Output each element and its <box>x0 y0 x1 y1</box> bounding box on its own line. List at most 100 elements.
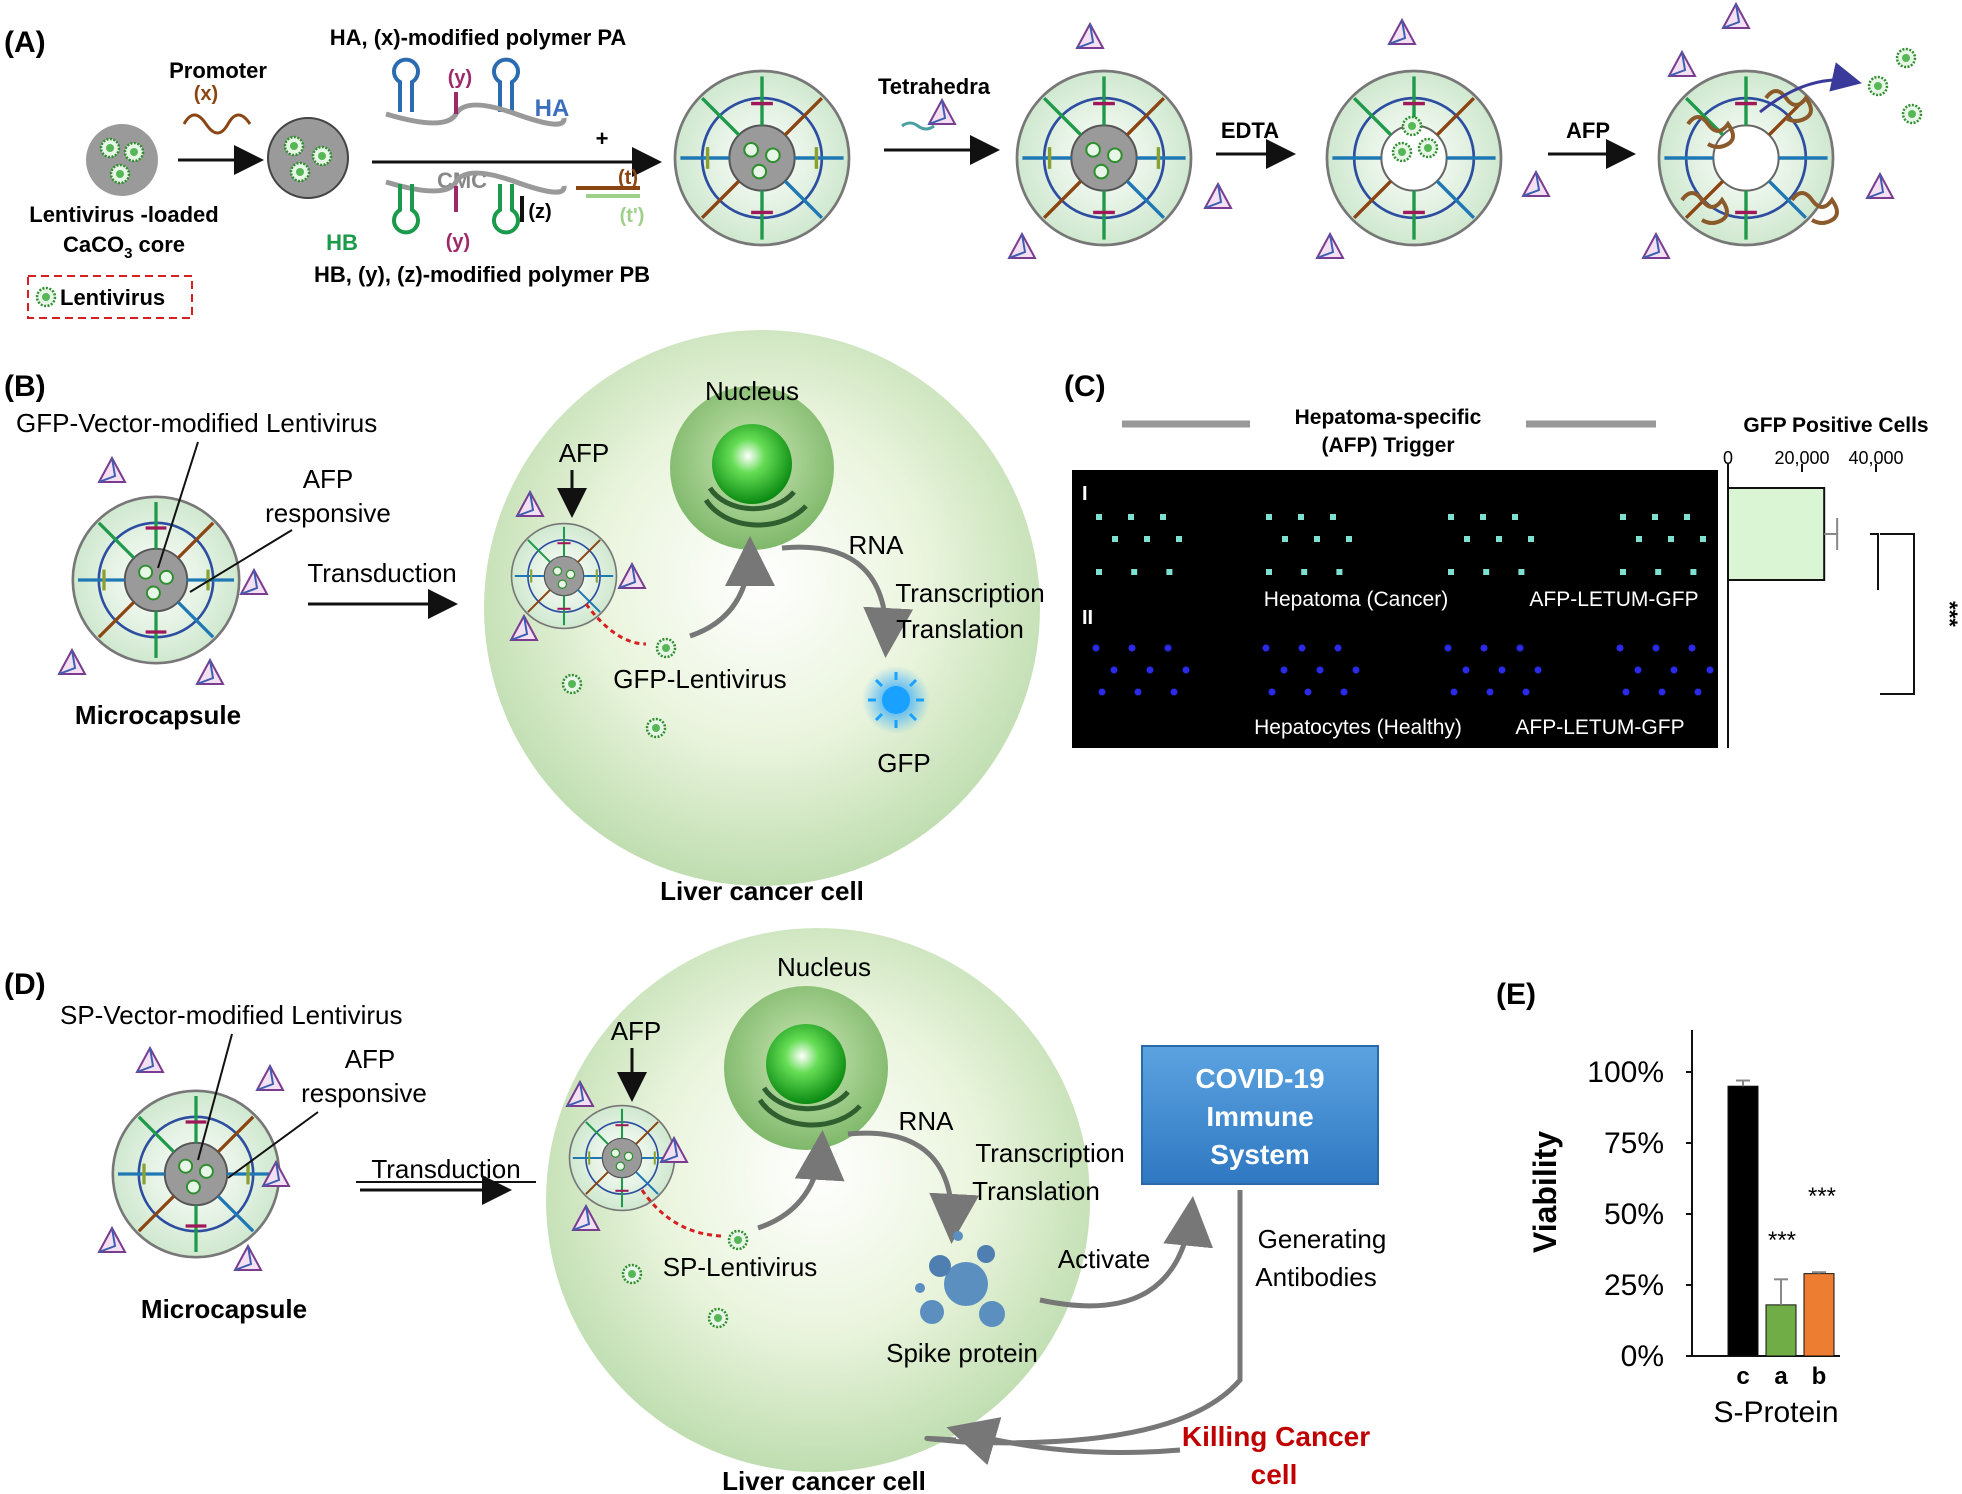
blue-cell <box>1164 644 1172 652</box>
sp-vector-label: SP-Vector-modified Lentivirus <box>60 1000 402 1030</box>
seed-particle <box>267 117 349 199</box>
green-cell <box>1336 569 1343 575</box>
green-cell <box>1314 536 1320 542</box>
antibody-attack-arrowhead <box>946 1417 1181 1466</box>
gfp-sig-inner-bracket <box>1870 533 1879 590</box>
rna-arrow-d <box>847 1130 980 1244</box>
microcapsule-b <box>71 495 241 665</box>
afp-label-a: AFP <box>1566 118 1610 143</box>
hb-hairpin-2 <box>492 184 520 235</box>
transduction-label-d: Transduction <box>371 1154 520 1184</box>
viability-bar-a <box>1765 1304 1797 1357</box>
blue-cell <box>1340 688 1348 696</box>
viability-tick-label: 0% <box>1621 1340 1664 1373</box>
antibody-attack-arrow <box>924 1190 1243 1446</box>
afp-bound-4 <box>1680 191 1729 225</box>
tet-b3 <box>58 649 86 675</box>
viability-sig-b: *** <box>1808 1183 1836 1210</box>
released-virus-a <box>1401 115 1423 137</box>
promoter-strand <box>182 113 252 135</box>
green-cell <box>1282 536 1288 542</box>
blue-cell <box>1450 688 1458 696</box>
legend-virus-icon <box>35 286 57 308</box>
legend-box <box>27 275 193 319</box>
tet-b1 <box>98 457 126 483</box>
blue-cell <box>1658 688 1666 696</box>
afp-bound-2 <box>1764 89 1813 123</box>
caco3-core <box>86 124 158 196</box>
green-cell <box>1448 569 1454 575</box>
gfp-vector-label: GFP-Vector-modified Lentivirus <box>16 408 377 438</box>
blue-cell <box>1170 688 1178 696</box>
microcapsule-2 <box>1015 69 1193 247</box>
microcapsule-label-b: Microcapsule <box>75 700 241 730</box>
seed-virus-1 <box>283 135 305 157</box>
green-cell <box>1448 514 1454 520</box>
core-label-line1: Lentivirus -loaded <box>29 202 218 227</box>
microcapsule-d <box>111 1089 281 1259</box>
ha-hairpin-1 <box>392 57 420 112</box>
green-cell <box>1512 514 1518 520</box>
gfp-rays <box>868 672 924 728</box>
sp-lentivirus-label: SP-Lentivirus <box>663 1252 818 1282</box>
green-cell <box>1464 536 1470 542</box>
panel-b-label: (B) <box>4 370 46 403</box>
core-label-line2: CaCO3 core <box>63 232 185 262</box>
immune-system-box <box>1141 1045 1379 1185</box>
nucleus-label-d: Nucleus <box>777 952 871 982</box>
gfp-bar-i <box>1727 487 1826 581</box>
gfp-protein-icon <box>882 686 910 714</box>
green-cell <box>1128 514 1134 520</box>
virus-b-3 <box>645 717 667 739</box>
vector-pointer <box>157 441 199 569</box>
tet-d2 <box>256 1065 284 1091</box>
afp-bound-1 <box>1686 115 1735 149</box>
y-label-bottom: (y) <box>446 231 470 253</box>
tet-3b <box>1522 171 1550 197</box>
blue-cell <box>1098 688 1106 696</box>
blue-cell <box>1316 666 1324 674</box>
released-virus-b <box>1391 141 1413 163</box>
viability-tick-label: 50% <box>1604 1198 1664 1231</box>
blue-cell <box>1706 666 1714 674</box>
gfp-label: GFP <box>877 748 930 778</box>
blue-cell <box>1694 688 1702 696</box>
row-label-ii: II <box>1082 607 1093 629</box>
panel-b: (B) GFP-Vector-modified Lentivirus AFP r… <box>4 330 1045 906</box>
caption-hepatocytes: Hepatocytes (Healthy) <box>1254 716 1462 739</box>
microcapsule-in-cell-d <box>568 1104 676 1212</box>
virus-d-3 <box>707 1307 729 1329</box>
activate-label: Activate <box>1058 1244 1151 1274</box>
green-cell <box>1144 536 1150 542</box>
blue-cell-dots <box>1092 644 1714 696</box>
green-cell <box>1636 536 1642 542</box>
panel-a-label: (A) <box>4 26 46 59</box>
gfp-tick-label: 40,000 <box>1848 448 1903 468</box>
core-virus-3 <box>109 163 131 185</box>
caption-afp-letum-1: AFP-LETUM-GFP <box>1529 588 1698 611</box>
tet-d1 <box>136 1047 164 1073</box>
microcapsule-1 <box>673 69 851 247</box>
blue-cell <box>1092 644 1100 652</box>
blue-cell <box>1334 644 1342 652</box>
tet-4d <box>1668 51 1696 77</box>
tet-4b <box>1866 173 1894 199</box>
viability-tick-label: 25% <box>1604 1269 1664 1302</box>
gfp-chart-title: GFP Positive Cells <box>1743 414 1928 437</box>
afp-responsive-line2: responsive <box>265 498 391 528</box>
panel-d: (D) SP-Vector-modified Lentivirus AFP re… <box>4 928 1386 1494</box>
blue-cell <box>1110 666 1118 674</box>
tet-2a <box>1076 23 1104 49</box>
blue-cell <box>1304 688 1312 696</box>
rna-arrow-b <box>781 544 914 658</box>
trigger-line1: Hepatoma-specific <box>1295 406 1482 429</box>
panel-c: (C) Hepatoma-specific (AFP) Trigger I II… <box>1064 370 1962 748</box>
virus-to-nucleus-arrow-b <box>689 536 775 639</box>
green-cell <box>1690 569 1697 575</box>
release-path-d <box>640 1189 723 1238</box>
green-cell <box>1330 514 1336 520</box>
sp-vector-pointer <box>197 1033 233 1161</box>
tetrahedra-linker <box>901 121 935 131</box>
afp-responsive-d-line2: responsive <box>301 1078 427 1108</box>
t-label: (t) <box>618 167 638 189</box>
